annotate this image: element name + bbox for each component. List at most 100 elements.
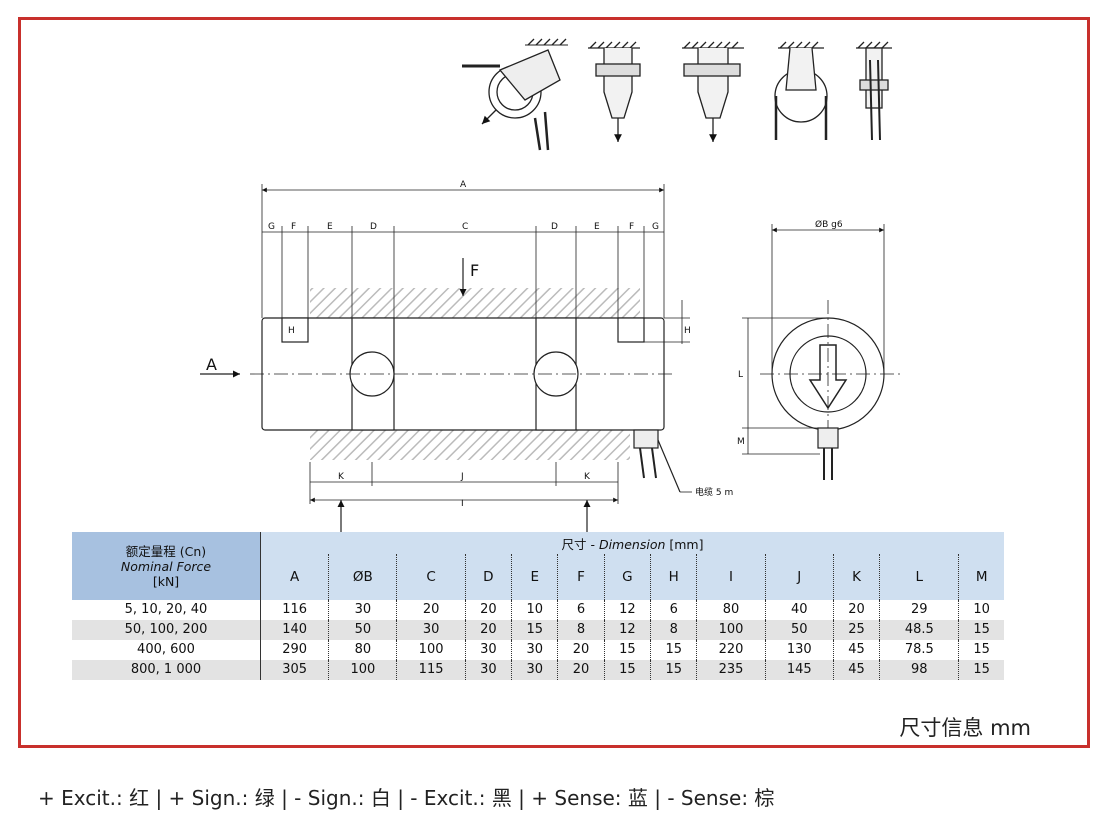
column-header: I [696, 554, 766, 600]
column-header: L [879, 554, 959, 600]
column-header: K [832, 554, 880, 600]
column-header: C [396, 554, 466, 600]
force-header-unit: [kN] [152, 573, 180, 589]
value-cell: 80 [328, 640, 397, 660]
value-cell: 290 [282, 642, 308, 657]
dimension-header: 尺寸 - Dimension [mm] [260, 532, 1004, 554]
value-cell: 25 [832, 620, 880, 640]
force-cell: 5, 10, 20, 40 [72, 600, 261, 620]
value-cell: 116 [282, 602, 308, 617]
mounting-icon-clevis-1 [588, 41, 641, 142]
side-view [200, 258, 681, 535]
value-cell: 6 [557, 600, 605, 620]
value-cell: 8 [650, 620, 697, 640]
value-cell: 30 [511, 660, 558, 680]
value-cell: 20 [832, 600, 880, 620]
value-cell: 50 [328, 620, 397, 640]
column-header: A [260, 554, 329, 600]
value-cell: 15 [958, 620, 1004, 640]
end-view [742, 224, 900, 480]
value-cell: 10 [958, 600, 1004, 620]
value-cell: 29 [879, 600, 959, 620]
force-cell: 800, 1 000 [72, 660, 261, 680]
value-cell: 15 [650, 640, 697, 660]
value-cell: 30 [464, 660, 512, 680]
value-cell: 15 [958, 660, 1004, 680]
dim-label-l: L [738, 370, 743, 380]
dim-label-i: I [461, 499, 464, 509]
value-cell: 6 [650, 600, 697, 620]
dim-label-k-left: K [338, 472, 345, 482]
dimension-table: 额定量程 (Cn) Nominal Force [kN] 尺寸 - Dimens… [72, 532, 1004, 680]
value-cell: 15 [603, 660, 651, 680]
unit-note: 尺寸信息 mm [899, 716, 1031, 740]
dim-label-c: C [462, 222, 468, 232]
value-cell: 12 [603, 620, 651, 640]
value-cell: 15 [511, 620, 558, 640]
value-cell: 8 [557, 620, 605, 640]
dim-label-g-right: G [652, 222, 659, 232]
force-header: 额定量程 (Cn) Nominal Force [kN] [72, 532, 261, 600]
force-label: F [470, 261, 479, 280]
value-cell: 12 [603, 600, 651, 620]
column-header: F [557, 554, 605, 600]
force-header-en: Nominal Force [120, 558, 212, 574]
view-arrow-label: A [206, 355, 217, 374]
value-cell: 98 [879, 660, 959, 680]
column-header: E [511, 554, 558, 600]
value-cell: 30 [396, 620, 466, 640]
value-cell: 30 [328, 600, 397, 620]
value-cell: 20 [557, 660, 605, 680]
value-cell: 100 [396, 640, 466, 660]
dim-label-e-right: E [594, 222, 600, 232]
dim-label-h-right: H [684, 326, 691, 336]
value-cell: 20 [464, 620, 512, 640]
value-cell: 20 [557, 640, 605, 660]
value-cell: 100 [328, 660, 397, 680]
value-cell: 15 [650, 660, 697, 680]
dim-label-h-left: H [288, 326, 295, 336]
force-cell: 50, 100, 200 [72, 620, 261, 640]
column-header: G [603, 554, 651, 600]
value-cell: 45 [832, 640, 880, 660]
value-cell: 140 [260, 620, 329, 640]
dim-label-a: A [460, 180, 467, 190]
value-cell: 48.5 [879, 620, 959, 640]
value-cell: 145 [764, 660, 834, 680]
value-cell: 45 [832, 660, 880, 680]
mounting-icon-clevis-2 [682, 41, 744, 142]
dim-label-d-right: D [551, 222, 558, 232]
mounting-icon-side [856, 41, 892, 141]
dim-label-j: J [460, 472, 464, 482]
value-cell: 40 [764, 600, 834, 620]
mounting-icon-sheave [462, 38, 568, 151]
value-cell: 78.5 [879, 640, 959, 660]
value-cell: 80 [696, 600, 766, 620]
dim-label-m: M [737, 437, 745, 447]
dim-label-b: ØB g6 [815, 219, 843, 230]
value-cell: 235 [696, 660, 766, 680]
value-cell: 30 [511, 640, 558, 660]
value-cell: 220 [696, 640, 766, 660]
column-header: D [464, 554, 512, 600]
column-header: ØB [328, 554, 397, 600]
value-cell: 15 [603, 640, 651, 660]
dim-label-k-right: K [584, 472, 591, 482]
mounting-icon-pulley [774, 41, 828, 140]
force-cell: 400, 600 [72, 640, 261, 660]
column-header: M [958, 554, 1004, 600]
dimension-lines [261, 184, 692, 504]
value-cell: 10 [511, 600, 558, 620]
value-cell: 305 [260, 660, 329, 680]
column-header: H [650, 554, 697, 600]
value-cell: 50 [764, 620, 834, 640]
value-cell: 115 [396, 660, 466, 680]
dim-label-f-right: F [629, 222, 634, 232]
